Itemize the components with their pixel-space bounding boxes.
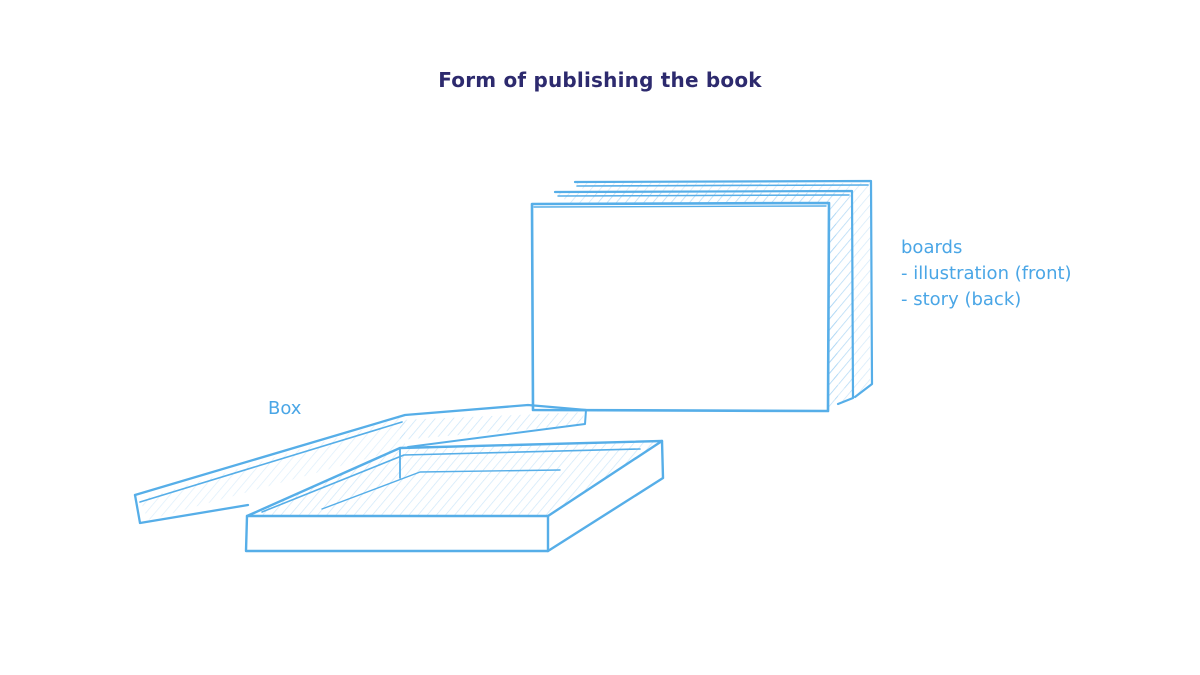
board-front	[530, 201, 838, 413]
box-base	[244, 439, 665, 553]
boards-label-line: boards	[901, 237, 963, 258]
boards-label-line: - illustration (front)	[901, 263, 1072, 284]
box-lid	[133, 403, 588, 525]
box-label: Box	[268, 398, 302, 419]
page-title: Form of publishing the book	[438, 68, 762, 92]
boards-stack	[530, 179, 874, 413]
boards-label: boards - illustration (front) - story (b…	[901, 235, 1072, 313]
boards-label-line: - story (back)	[901, 289, 1022, 310]
